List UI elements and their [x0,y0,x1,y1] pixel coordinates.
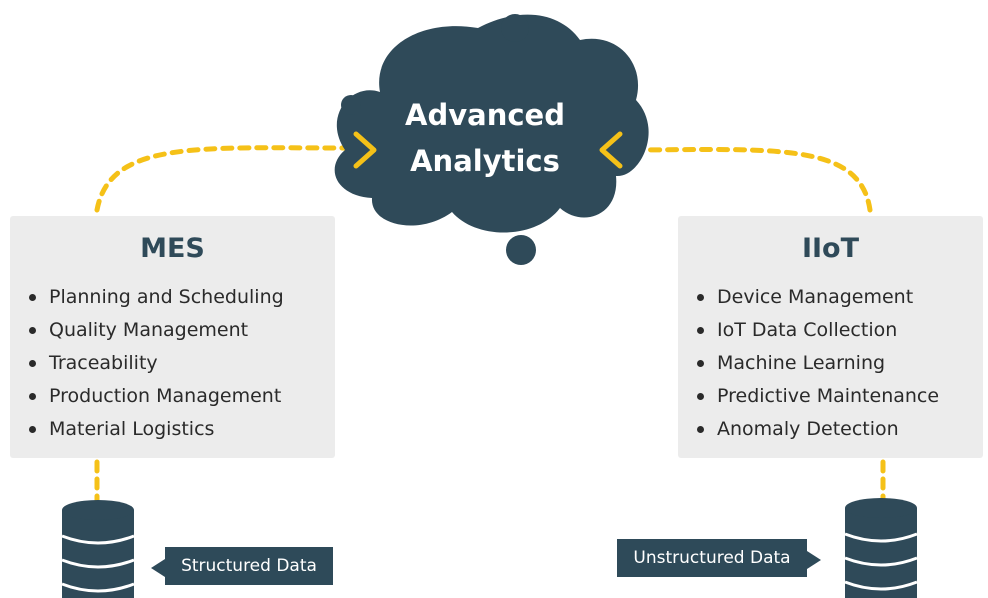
cloud-bubble-bottom [506,235,536,265]
list-item: Quality Management [27,314,335,347]
unstructured-data-label: Unstructured Data [617,539,821,577]
list-item: Material Logistics [27,413,335,446]
list-item: Device Management [695,281,983,314]
list-item: Anomaly Detection [695,413,983,446]
iiot-database-icon [844,498,918,598]
mes-database-icon [61,500,135,598]
cloud-shape [334,14,649,233]
structured-data-label: Structured Data [151,547,333,585]
right-arrow-chevron-icon [599,131,623,169]
iiot-feature-list: Device Management IoT Data Collection Ma… [678,281,983,446]
list-item: Production Management [27,380,335,413]
iiot-title: IIoT [801,233,860,264]
list-item: IoT Data Collection [695,314,983,347]
iiot-to-analytics-connector [617,147,873,213]
list-item: Machine Learning [695,347,983,380]
mes-feature-list: Planning and Scheduling Quality Manageme… [10,281,335,446]
analytics-title-line-2: Analytics [410,144,560,178]
left-arrow-chevron-icon [353,131,377,169]
mes-panel: MES Planning and Scheduling Quality Mana… [10,216,335,458]
list-item: Planning and Scheduling [27,281,335,314]
analytics-title-line-1: Advanced [405,98,565,132]
cloud-bubble-top [501,14,529,42]
cloud-bubble-left [341,95,361,115]
list-item: Traceability [27,347,335,380]
analytics-title: Advanced Analytics [385,92,585,184]
mes-title: MES [140,233,205,264]
iiot-panel: IIoT Device Management IoT Data Collecti… [678,216,983,458]
list-item: Predictive Maintenance [695,380,983,413]
mes-to-analytics-connector [94,145,349,213]
